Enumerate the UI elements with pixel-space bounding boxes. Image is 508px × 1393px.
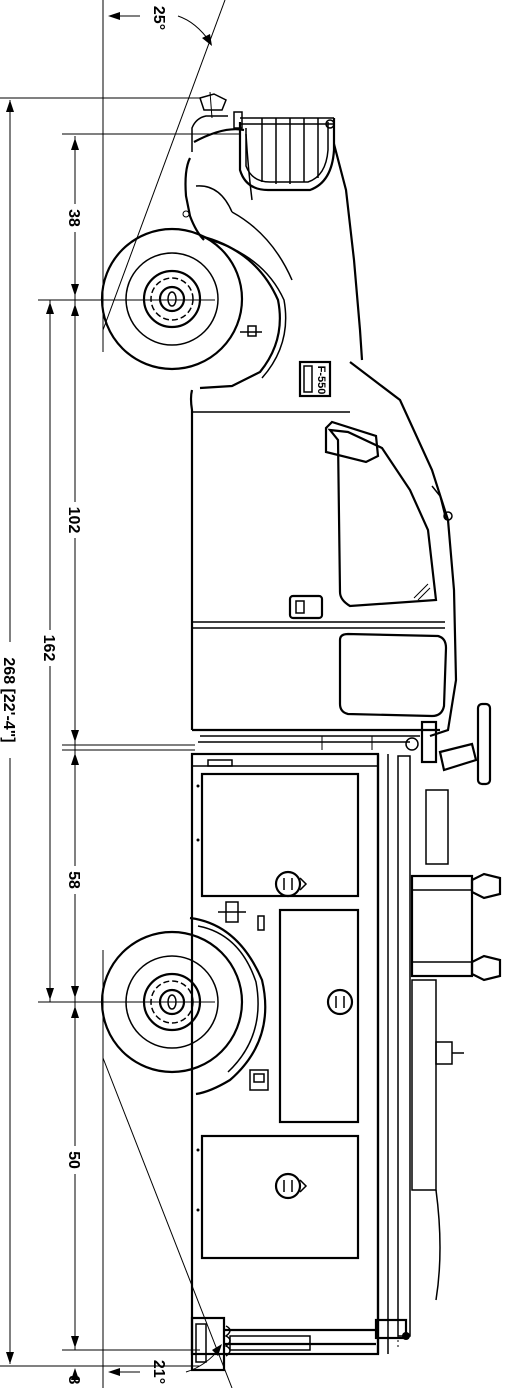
overall-length-label: 268 [22'-4"]	[0, 657, 17, 742]
departure-angle-label: 21°	[150, 1360, 167, 1384]
cab	[189, 361, 458, 738]
front-axle-to-cab-label: 102	[65, 507, 82, 534]
chassis-frame	[374, 755, 502, 1340]
front-wheel	[100, 227, 244, 371]
truck: F-550	[100, 91, 502, 1372]
grille-guard	[233, 111, 336, 192]
cab-steps	[198, 702, 492, 786]
rear-wheel-well	[189, 901, 267, 1096]
hood-and-fender	[182, 128, 364, 390]
arrowhead-icon	[6, 100, 14, 112]
wheelbase-label: 162	[40, 635, 57, 662]
rear-wheel	[100, 930, 244, 1074]
rear-extension-label: 8	[65, 1376, 82, 1385]
rear-overhang-label: 50	[65, 1151, 82, 1169]
model-badge: F-550	[298, 360, 332, 398]
dimension-labels: 268 [22'-4"] 162 38 102 58 50 8 25° 2	[0, 6, 167, 1385]
model-badge-text: F-550	[315, 366, 327, 395]
approach-angle-label: 25°	[150, 6, 167, 30]
cab-to-rear-axle-label: 58	[65, 871, 82, 889]
front-overhang-label: 38	[65, 209, 82, 227]
utility-body	[190, 752, 399, 1356]
rear-bumper	[190, 1316, 376, 1372]
arrowhead-icon	[6, 1352, 14, 1364]
dimension-lines	[0, 0, 240, 1389]
front-bumper	[191, 91, 228, 152]
